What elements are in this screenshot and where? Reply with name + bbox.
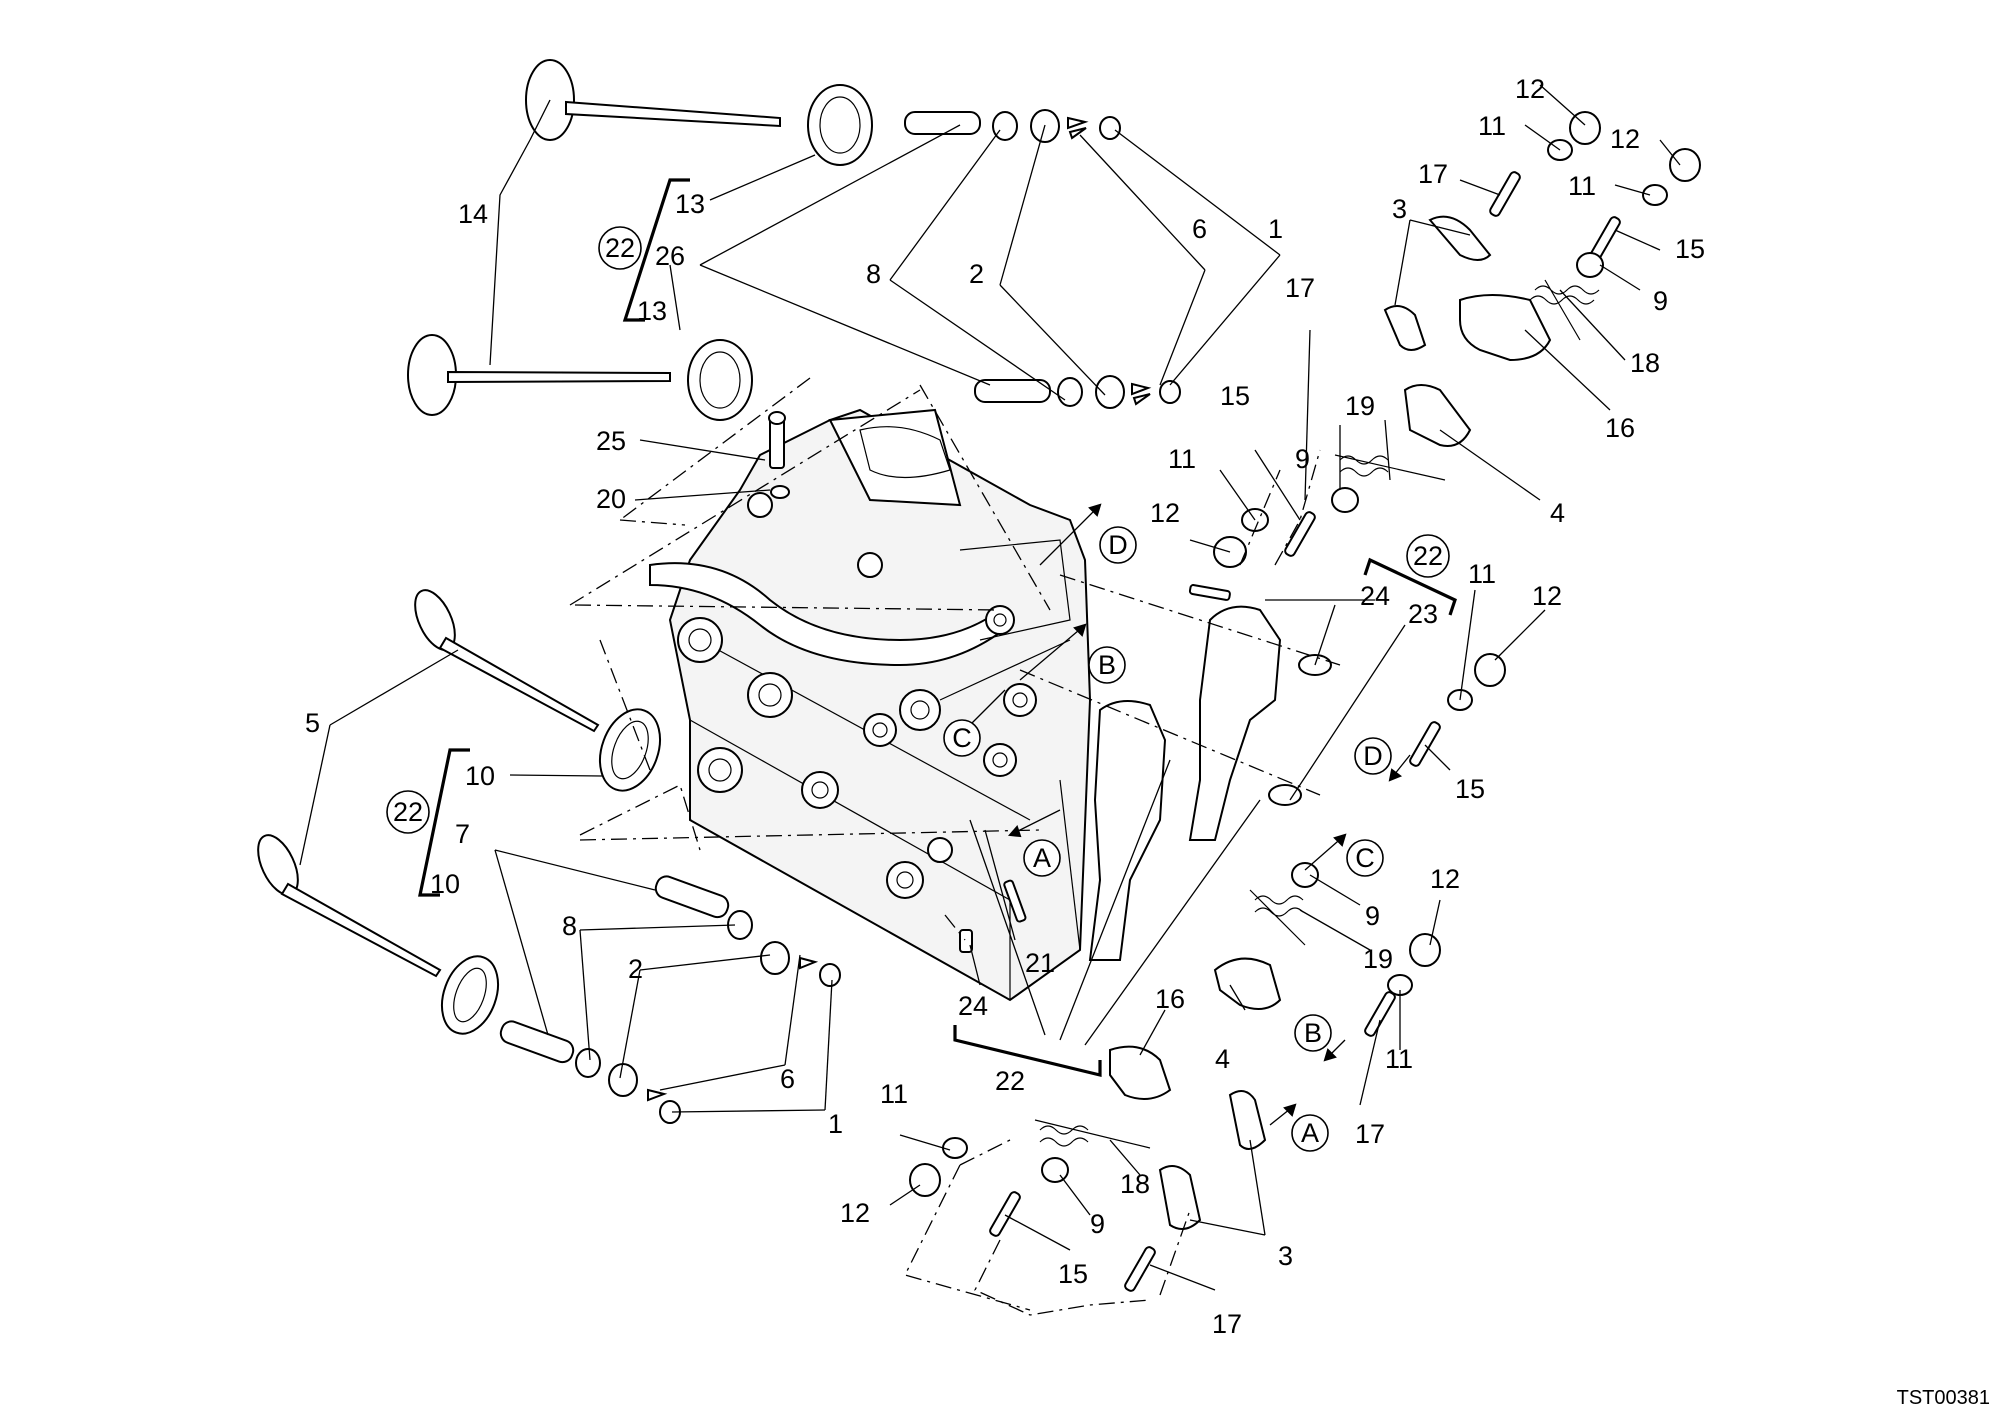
callout-22-a: 22 [605,233,635,263]
callout-17-top: 17 [1418,159,1448,189]
callout-12-top-b: 12 [1610,124,1640,154]
callout-15-top: 15 [1675,234,1705,264]
callout-7: 7 [455,819,470,849]
ref-A-center: A [1033,843,1051,873]
ref-D-top: D [1108,530,1128,560]
callout-24-right: 24 [1360,581,1390,611]
callout-18-bottom: 18 [1120,1169,1150,1199]
callout-17-mid: 17 [1285,273,1315,303]
callout-12-mid: 12 [1150,498,1180,528]
callout-9-right: 9 [1365,901,1380,931]
callout-13-mid: 13 [637,296,667,326]
ref-D-right: D [1363,741,1383,771]
callout-15-mid: 15 [1220,381,1250,411]
valve-guides-top [904,109,1181,409]
figure-code: TST00381 [1897,1387,1990,1409]
callout-19-right: 19 [1363,944,1393,974]
callout-15-right: 15 [1455,774,1485,804]
callout-10-lower: 10 [430,869,460,899]
callout-15-bottom: 15 [1058,1259,1088,1289]
callout-3-bottom: 3 [1278,1241,1293,1271]
callout-23: 23 [1408,599,1438,629]
valves-14 [407,59,781,416]
callout-11-top-b: 11 [1568,171,1596,201]
ref-B-center: B [1098,650,1116,680]
callout-10-upper: 10 [465,761,495,791]
callout-25: 25 [596,426,626,456]
dash-dot-lines [569,377,1341,1316]
callout-1-top: 1 [1268,214,1283,244]
callout-2-top: 2 [969,259,984,289]
leader-lines [299,84,1681,1291]
callout-1-bottom: 1 [828,1109,843,1139]
valves-5 [257,589,600,978]
callout-numbers: 14 13 26 13 8 2 6 1 25 20 5 10 7 10 8 2 … [305,74,1705,1339]
callout-11-top-a: 11 [1478,111,1506,141]
callout-22-bracket-bottom: 22 [995,1066,1025,1096]
callout-22-b: 22 [393,797,423,827]
ref-B-right: B [1304,1018,1322,1048]
circled-22-group: 22 22 22 [386,226,1450,834]
callout-14: 14 [458,199,488,229]
callout-26: 26 [655,241,685,271]
callout-22-c: 22 [1413,541,1443,571]
callout-18-top: 18 [1630,348,1660,378]
callout-11-right: 11 [1468,559,1496,589]
callout-8-top: 8 [866,259,881,289]
callout-16-top: 16 [1605,413,1635,443]
ref-C-center: C [952,723,972,753]
callout-8-bottom: 8 [562,911,577,941]
callout-3-top: 3 [1392,194,1407,224]
callout-21: 21 [1025,948,1055,978]
callout-9-top: 9 [1653,286,1668,316]
callout-19-top: 19 [1345,391,1375,421]
callout-5: 5 [305,708,320,738]
callout-16-bottom: 16 [1155,984,1185,1014]
callout-20: 20 [596,484,626,514]
callout-13-top: 13 [675,189,705,219]
callout-9-bottom: 9 [1090,1209,1105,1239]
callout-11-bottom-left: 11 [880,1079,908,1109]
reference-letters: D B C A D C B A [943,526,1392,1152]
callout-6-bottom: 6 [780,1064,795,1094]
callout-24-bottom: 24 [958,991,988,1021]
callout-12-top-a: 12 [1515,74,1545,104]
direction-arrows [953,503,1411,1126]
callout-17-lower-right: 17 [1355,1119,1385,1149]
valve-seats [440,84,873,1035]
ref-C-right: C [1355,843,1375,873]
callout-11-mid: 11 [1168,444,1196,474]
plug-25 [768,411,790,499]
callout-12-lower-right: 12 [1430,864,1460,894]
callout-4-bottom: 4 [1215,1044,1230,1074]
ref-A-right: A [1301,1118,1319,1148]
brackets-22 [418,178,1457,1078]
cylinder-head [649,408,1092,1002]
callout-4-top: 4 [1550,498,1565,528]
valve-guides-bottom [499,875,841,1124]
callout-12-bottom-left: 12 [840,1198,870,1228]
callout-11-lower-right: 11 [1385,1044,1413,1074]
callout-6-top: 6 [1192,214,1207,244]
callout-9-mid: 9 [1295,444,1310,474]
callout-2-bottom: 2 [628,954,643,984]
callout-12-right: 12 [1532,581,1562,611]
callout-17-bottom: 17 [1212,1309,1242,1339]
